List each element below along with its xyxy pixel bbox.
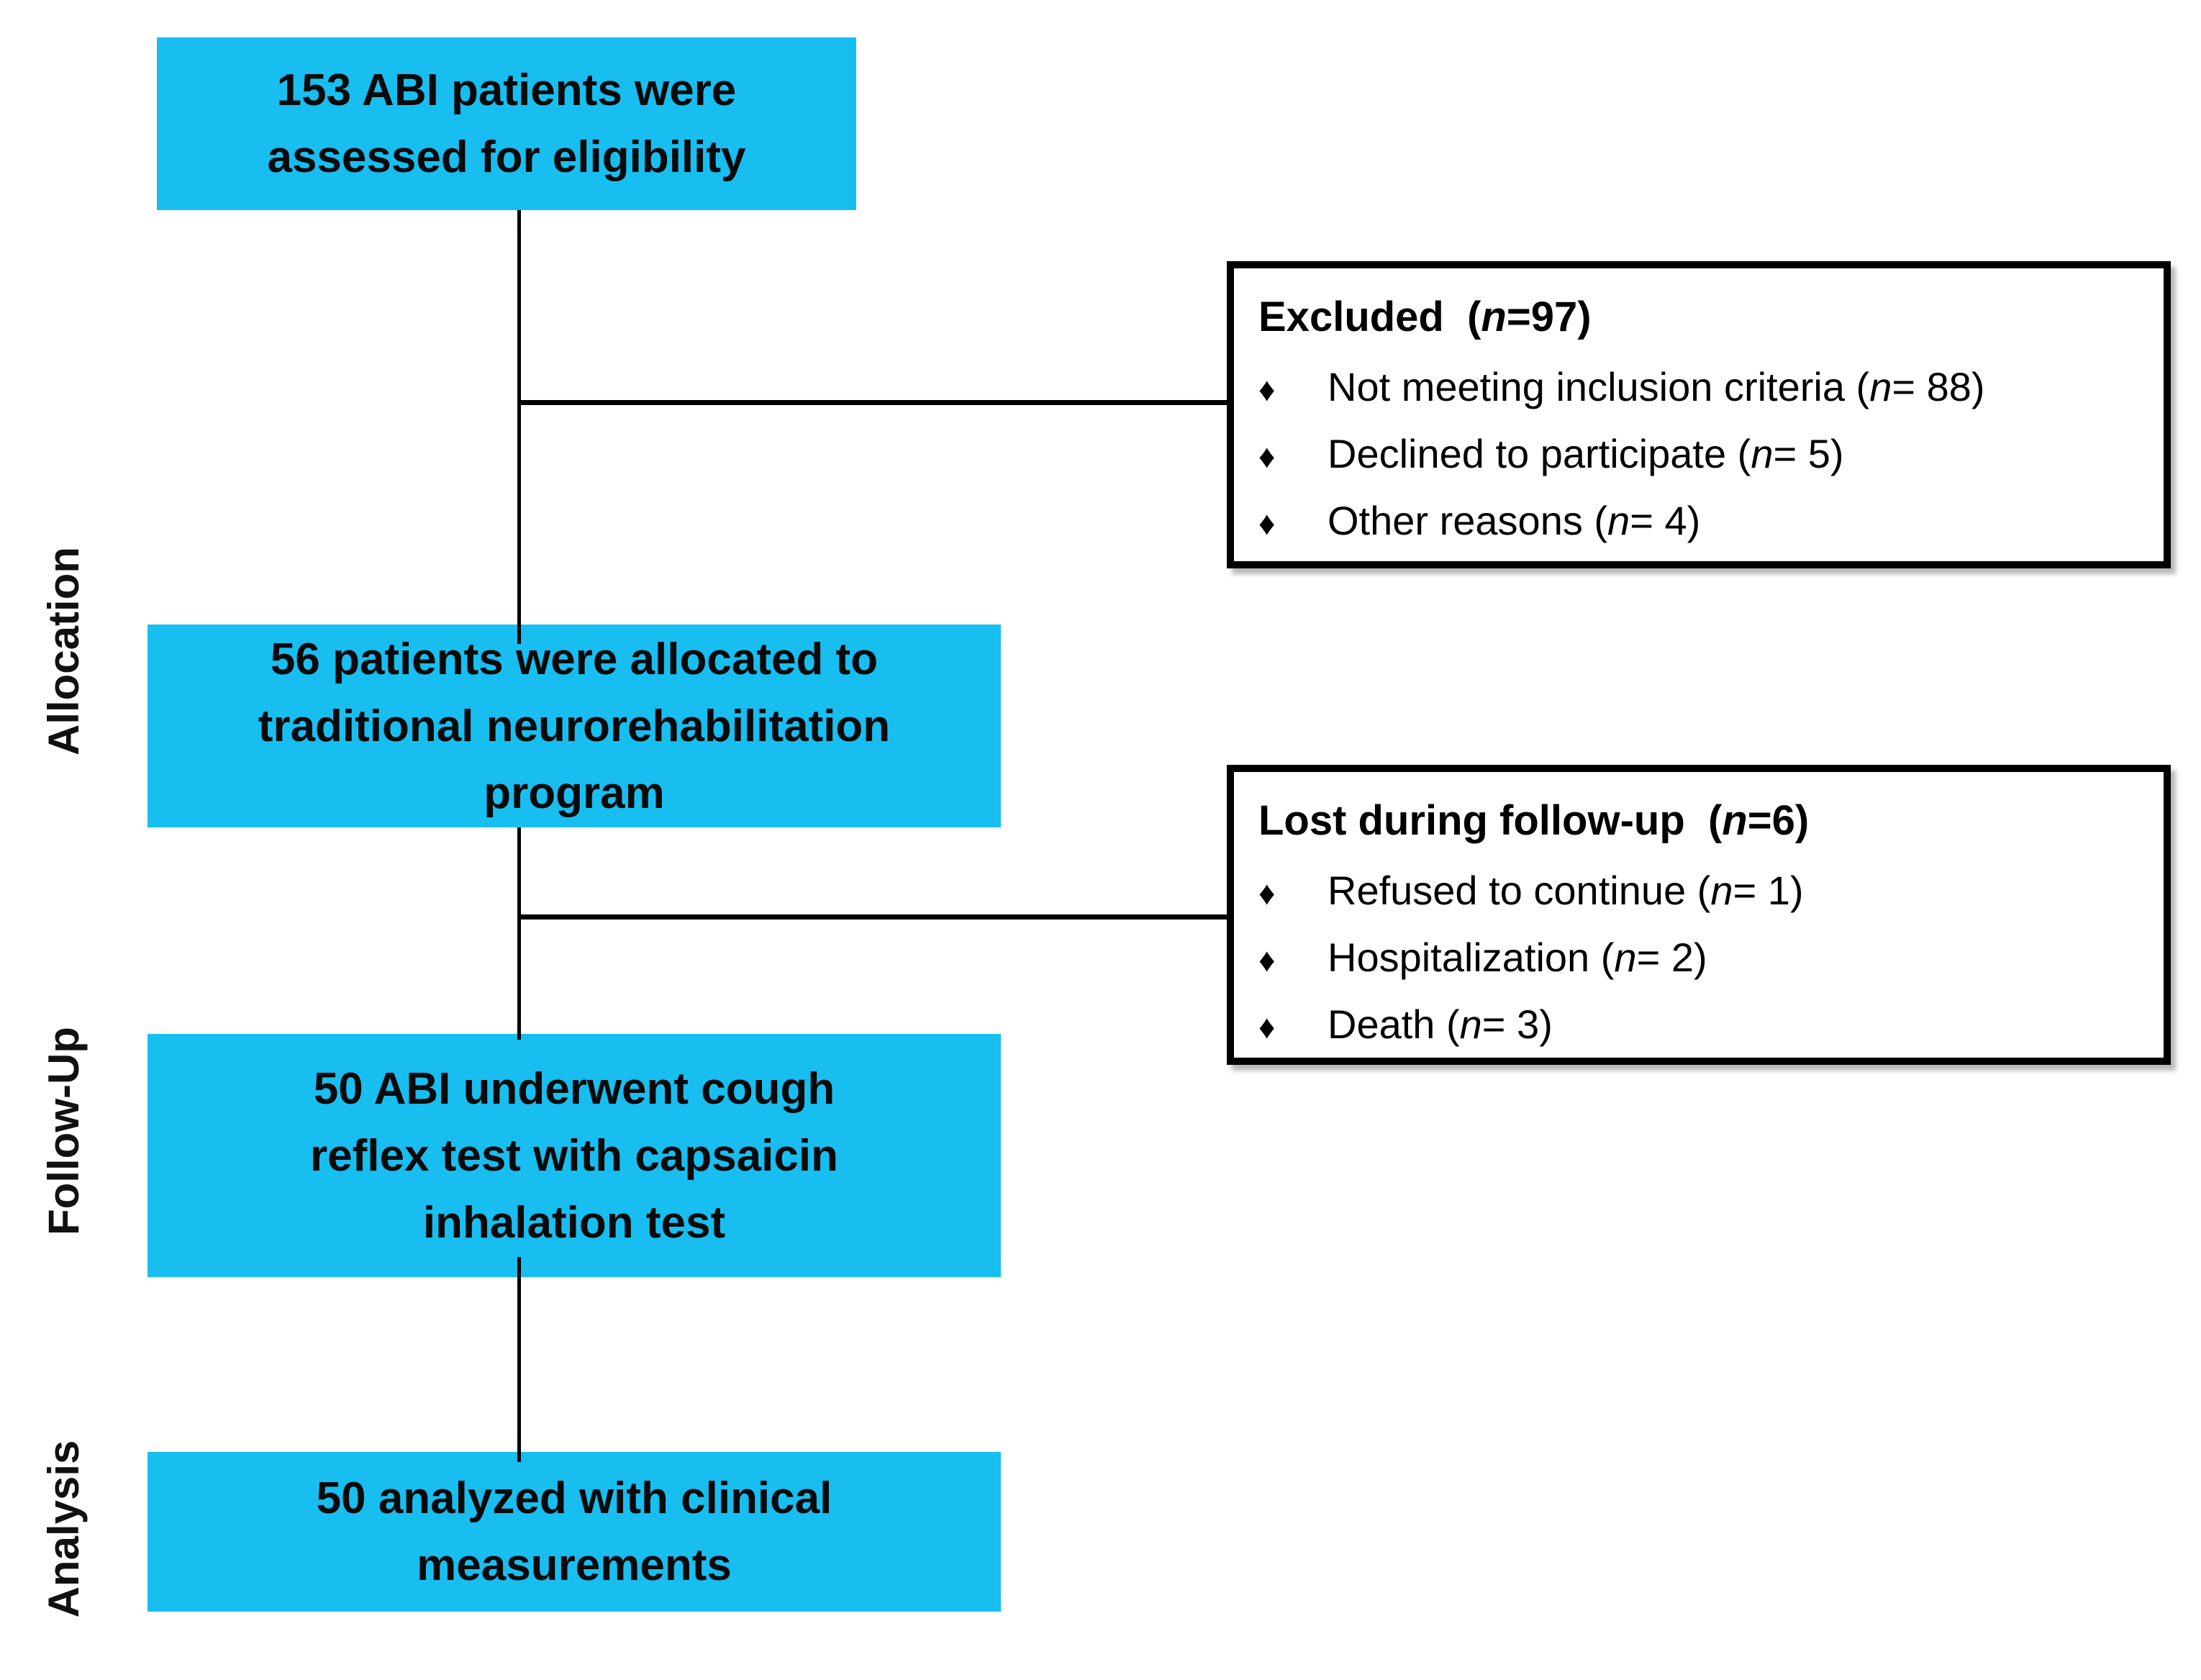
lost-reason-row: ♦ Hospitalization (n= 2) [1258, 933, 2142, 981]
diamond-bullet-icon: ♦ [1258, 371, 1276, 408]
lost-reason-text: Hospitalization (n= 2) [1328, 935, 1707, 981]
lost-reason-text: Refused to continue (n= 1) [1328, 868, 1804, 913]
lost-reason-text: Death (n= 3) [1328, 1002, 1553, 1048]
diamond-bullet-icon: ♦ [1258, 504, 1276, 542]
excluded-reason-row: ♦ Other reasons (n= 4) [1258, 496, 2142, 545]
lost-reason-row: ♦ Refused to continue (n= 1) [1258, 866, 2142, 914]
connector-followup-to-analysis [517, 1257, 521, 1462]
excluded-box: Excluded (n=97) ♦ Not meeting inclusion … [1227, 261, 2171, 568]
excluded-reason-row: ♦ Not meeting inclusion criteria (n= 88) [1258, 363, 2142, 411]
diamond-bullet-icon: ♦ [1258, 874, 1276, 912]
phase-label-allocation: Allocation [39, 547, 88, 756]
diamond-bullet-icon: ♦ [1258, 941, 1276, 979]
lost-reason-row: ♦ Death (n= 3) [1258, 1000, 2142, 1048]
phase-label-follow-up: Follow-Up [39, 1027, 88, 1235]
lost-followup-box: Lost during follow-up (n=6) ♦ Refused to… [1227, 765, 2171, 1065]
connector-branch-to-excluded [519, 400, 1228, 405]
excluded-box-title: Excluded (n=97) [1258, 294, 1592, 340]
excluded-reason-text: Other reasons (n= 4) [1328, 498, 1701, 544]
excluded-reason-text: Declined to participate (n= 5) [1328, 431, 1844, 477]
diamond-bullet-icon: ♦ [1258, 437, 1276, 476]
diamond-bullet-icon: ♦ [1258, 1008, 1276, 1046]
phase-label-analysis: Analysis [39, 1440, 88, 1618]
connector-eligibility-to-allocation [517, 210, 521, 644]
excluded-reason-text: Not meeting inclusion criteria (n= 88) [1328, 364, 1985, 409]
connector-allocation-to-followup [517, 827, 521, 1040]
excluded-reason-row: ♦ Declined to participate (n= 5) [1258, 430, 2142, 478]
connector-branch-to-lost [519, 914, 1228, 920]
lost-followup-box-title: Lost during follow-up (n=6) [1258, 797, 1810, 844]
